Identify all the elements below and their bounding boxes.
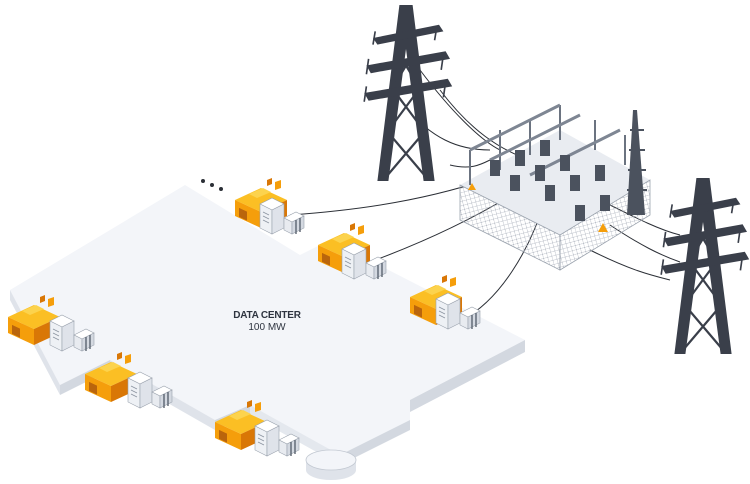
transmission-tower-left (363, 3, 454, 183)
data-center-title: DATA CENTER (233, 310, 301, 321)
data-center-label: DATA CENTER 100 MW (212, 310, 322, 334)
transmission-tower-right (660, 176, 750, 356)
data-center-capacity: 100 MW (248, 322, 286, 333)
ellipsis-dots (201, 179, 223, 191)
storage-tank-icon (305, 449, 357, 480)
substation (459, 103, 651, 271)
